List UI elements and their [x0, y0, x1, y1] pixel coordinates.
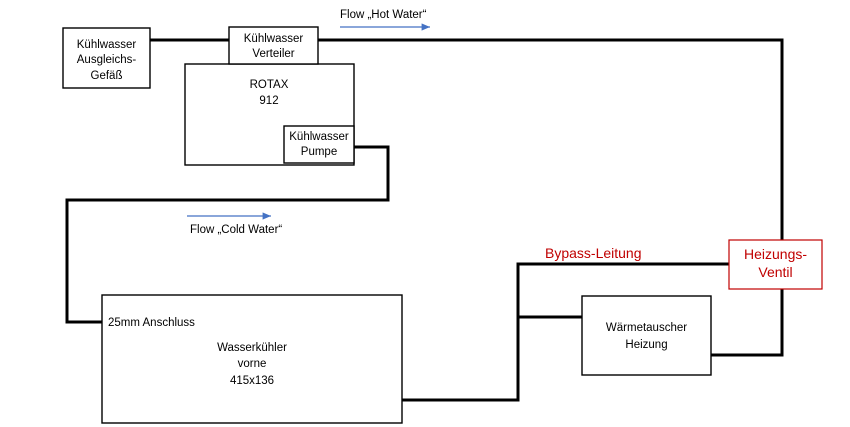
verteiler-line-1: Kühlwasser [244, 33, 304, 45]
wasserkuehler-line-3: 415x136 [230, 375, 274, 387]
pipes [65, 38, 784, 402]
pipe-hot-water-main [318, 38, 784, 240]
rotax-line-1: ROTAX [250, 79, 289, 91]
pipe-pumpe-wasserkuehler [65, 145, 390, 324]
pipe-wasserkuehler-bypass [402, 262, 729, 402]
box-kuehlwasser-verteiler: Kühlwasser Verteiler [228, 26, 319, 65]
ventil-line-1: Heizungs- [744, 246, 807, 262]
pumpe-line-2: Pumpe [301, 146, 337, 158]
ausgleich-line-3: Gefäß [91, 70, 123, 82]
box-heizungs-ventil: Heizungs- Ventil [728, 239, 823, 290]
bypass-label: Bypass-Leitung [545, 245, 642, 261]
verteiler-line-2: Verteiler [252, 48, 294, 60]
anschluss-label: 25mm Anschluss [108, 317, 195, 329]
rotax-line-2: 912 [259, 95, 278, 107]
ausgleich-line-1: Kühlwasser [77, 39, 137, 51]
box-kuehlwasser-pumpe: Kühlwasser Pumpe [283, 125, 355, 164]
flow-hot-label: Flow „Hot Water“ [340, 9, 427, 21]
pipe-waermetauscher-ventil [711, 289, 784, 357]
box-wasserkuehler: 25mm Anschluss Wasserkühler vorne 415x13… [101, 294, 403, 424]
ausgleich-line-2: Ausgleichs- [77, 54, 137, 66]
pumpe-line-1: Kühlwasser [289, 131, 349, 143]
wasserkuehler-line-2: vorne [238, 358, 267, 370]
flow-cold-label: Flow „Cold Water“ [190, 224, 282, 236]
box-ausgleichsgefaess: Kühlwasser Ausgleichs- Gefäß [62, 27, 151, 89]
waermetauscher-line-1: Wärmetauscher [606, 322, 687, 334]
box-waermetauscher-heizung: Wärmetauscher Heizung [581, 295, 712, 376]
waermetauscher-line-2: Heizung [625, 339, 667, 351]
ventil-line-2: Ventil [758, 264, 792, 280]
wasserkuehler-line-1: Wasserkühler [217, 342, 287, 354]
